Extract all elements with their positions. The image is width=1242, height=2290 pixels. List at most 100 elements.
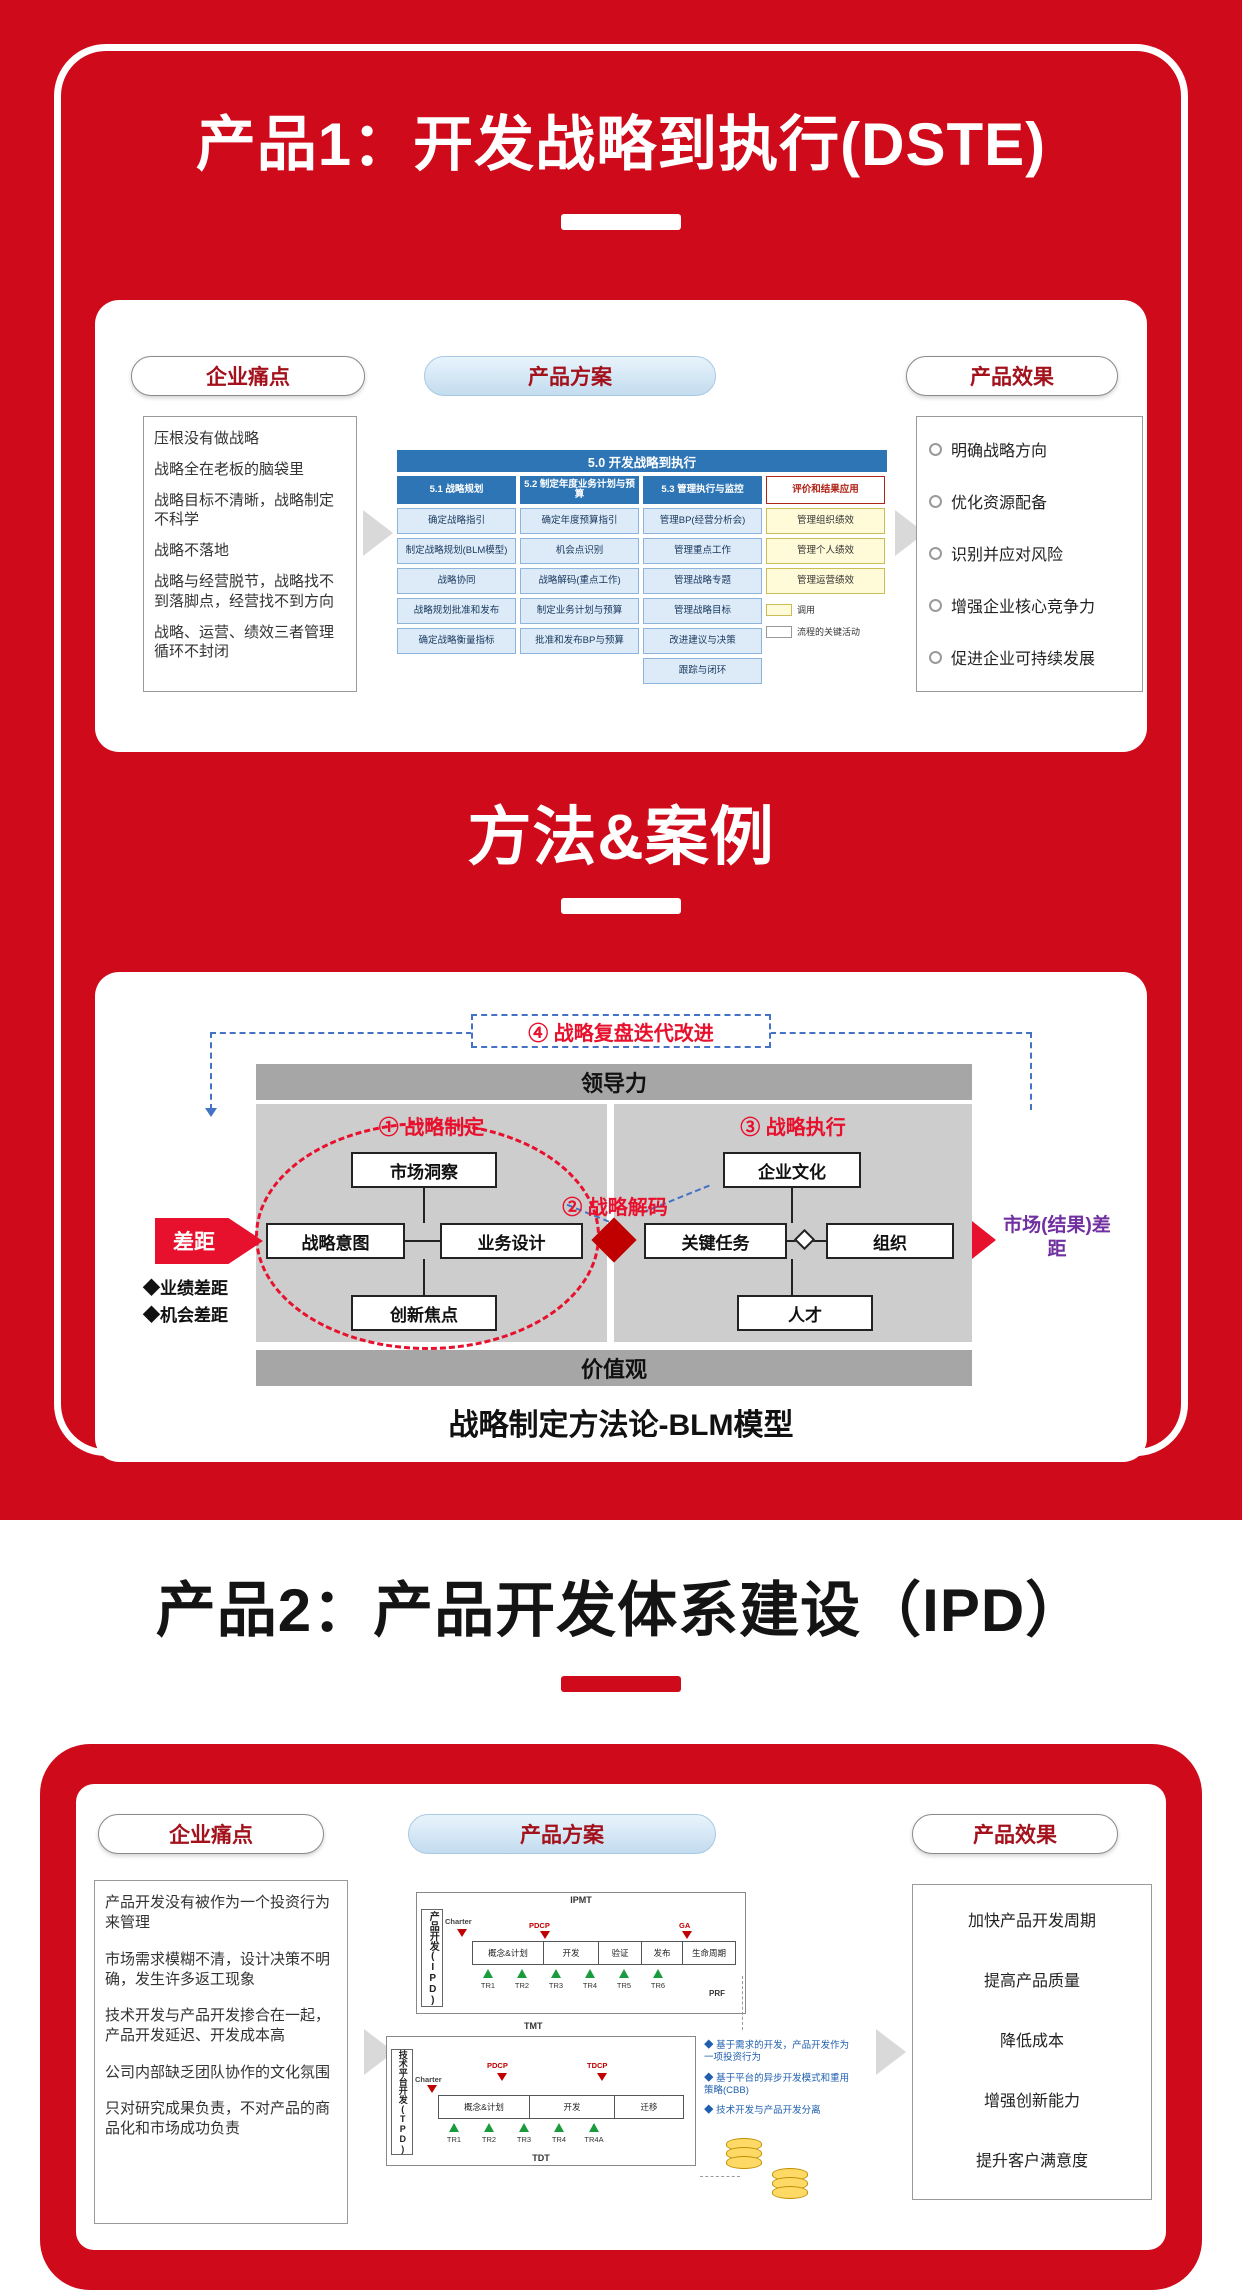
flow-title-bar: 5.0 开发战略到执行: [397, 450, 887, 472]
tpd-vertical-label: 技术平台开发(TPD): [391, 2049, 413, 2155]
pain-item: 市场需求模糊不清，设计决策不明确，发生许多返工现象: [105, 1950, 331, 1988]
database-icon: [726, 2138, 762, 2169]
flow-cell: 制定战略规划(BLM模型): [397, 538, 516, 564]
effects-pill: 产品效果: [912, 1814, 1118, 1854]
ipd-vertical-label: 产品开发(IPD): [421, 1909, 443, 2007]
flow-column-4: 评价和结果应用 管理组织绩效 管理个人绩效 管理运营绩效 调用 流程的关键活动: [766, 476, 885, 638]
effect-item: 提升客户满意度: [975, 2153, 1088, 2170]
flow-cell: 管理BP(经营分析会): [643, 508, 762, 534]
right-arrow-icon: [363, 510, 393, 556]
pdcp-label: PDCP: [487, 2061, 508, 2070]
legend-white-swatch-icon: [766, 625, 792, 638]
bullet-icon: [929, 442, 942, 456]
ga-label: GA: [679, 1921, 691, 1930]
tr-label: TR1: [480, 1981, 496, 1990]
pain-item: 战略与经营脱节，战略找不到落脚点，经营找不到方向: [154, 572, 335, 610]
tr-label: TR4A: [584, 2135, 604, 2144]
title-underline: [561, 214, 681, 230]
legend-yellow-swatch-icon: [766, 603, 792, 616]
organization-box: 组织: [826, 1223, 954, 1259]
flow-cell: 管理组织绩效: [766, 508, 885, 534]
title-underline: [561, 1676, 681, 1692]
charter-marker-icon: [427, 2085, 437, 2093]
flow-cell: 机会点识别: [520, 538, 639, 564]
pain-item: 战略目标不清晰，战略制定不科学: [154, 491, 335, 529]
effect-item: 降低成本: [999, 2033, 1064, 2050]
ipd-process-block: IPMT 产品开发(IPD) Charter PDCP GA 概念&计划 开发 …: [416, 1892, 746, 2014]
flow-cell: 确定战略衡量指标: [397, 628, 516, 654]
tr-label: TR4: [582, 1981, 598, 1990]
connector-line: [791, 1259, 793, 1295]
pain-item: 战略、运营、绩效三者管理循环不封闭: [154, 623, 335, 661]
key-point: ◆ 基于需求的开发，产品开发作为一项投资行为: [704, 2040, 850, 2064]
tr-marker-icon: [589, 2123, 599, 2132]
tr-marker-icon: [554, 2123, 564, 2132]
gap-notes: ◆业绩差距 ◆机会差距: [143, 1275, 228, 1329]
flow-cell: 制定业务计划与预算: [520, 598, 639, 624]
solution-pill: 产品方案: [408, 1814, 716, 1854]
pain-item: 公司内部缺乏团队协作的文化氛围: [105, 2063, 331, 2081]
tdcp-marker-icon: [597, 2073, 607, 2081]
pdcp-marker-icon: [497, 2073, 507, 2081]
flow-cell: 管理个人绩效: [766, 538, 885, 564]
tr-marker-icon: [653, 1969, 663, 1978]
bullet-icon: [929, 650, 942, 664]
product2-title: 产品2：产品开发体系建设（IPD）: [155, 1577, 1087, 1644]
effect-item: 促进企业可持续发展: [925, 631, 1134, 683]
strategic-intent-box: 战略意图: [266, 1223, 405, 1259]
tr-label: TR2: [514, 1981, 530, 1990]
phase-cell: 开发: [529, 2095, 615, 2119]
database-icon: [772, 2168, 808, 2199]
pain-points-list: 压根没有做战略 战略全在老板的脑袋里 战略目标不清晰，战略制定不科学 战略不落地…: [143, 416, 357, 692]
charter-label: Charter: [445, 1917, 472, 1926]
dashed-connector: [742, 1976, 743, 2030]
legend-call: 调用: [766, 603, 885, 616]
effects-list: 加快产品开发周期 提高产品质量 降低成本 增强创新能力 提升客户满意度: [912, 1884, 1152, 2200]
ipd-diagram: IPMT 产品开发(IPD) Charter PDCP GA 概念&计划 开发 …: [374, 1880, 862, 2228]
leadership-bar: 领导力: [256, 1064, 972, 1100]
tr-label: TR1: [446, 2135, 462, 2144]
feedback-loop-line: [210, 1032, 212, 1110]
tr-label: TR3: [548, 1981, 564, 1990]
charter-marker-icon: [457, 1929, 467, 1937]
flow-column-header: 5.3 管理执行与监控: [643, 476, 762, 504]
phase-cell: 验证: [598, 1941, 642, 1965]
effect-item: 识别并应对风险: [925, 527, 1134, 579]
product1-section: 产品1：开发战略到执行(DSTE) 企业痛点 压根没有做战略 战略全在老板的脑袋…: [0, 0, 1242, 1520]
flow-column-3: 5.3 管理执行与监控 管理BP(经营分析会) 管理重点工作 管理战略专题 管理…: [643, 476, 762, 684]
solution-pill: 产品方案: [424, 356, 716, 396]
blm-caption: 战略制定方法论-BLM模型: [448, 1409, 794, 1442]
tr-label: TR4: [551, 2135, 567, 2144]
pain-item: 压根没有做战略: [154, 430, 260, 447]
tr-marker-icon: [519, 2123, 529, 2132]
flow-column-header: 评价和结果应用: [766, 476, 885, 504]
market-result-gap-label: 市场(结果)差距: [1003, 1215, 1111, 1260]
ga-marker-icon: [682, 1931, 692, 1939]
bullet-icon: [929, 494, 942, 508]
flow-cell: 管理战略专题: [643, 568, 762, 594]
product1-title: 产品1：开发战略到执行(DSTE): [195, 111, 1047, 178]
tr-marker-icon: [484, 2123, 494, 2132]
business-design-box: 业务设计: [440, 1223, 583, 1259]
flow-cell: 确定年度预算指引: [520, 508, 639, 534]
effect-item: 增强企业核心竞争力: [925, 579, 1134, 631]
tr-marker-icon: [551, 1969, 561, 1978]
bullet-icon: [929, 598, 942, 612]
key-point: ◆ 技术开发与产品开发分离: [704, 2105, 821, 2117]
gap-arrow: 差距: [155, 1218, 263, 1264]
feedback-loop-line: [1030, 1032, 1032, 1110]
tr-marker-icon: [585, 1969, 595, 1978]
title-underline: [561, 898, 681, 914]
flow-cell: 批准和发布BP与预算: [520, 628, 639, 654]
connector-line: [791, 1188, 793, 1223]
feedback-loop-line: [770, 1032, 1032, 1034]
flow-column-1: 5.1 战略规划 确定战略指引 制定战略规划(BLM模型) 战略协同 战略规划批…: [397, 476, 516, 654]
method-title: 方法&案例: [467, 801, 775, 873]
connector-line: [423, 1259, 425, 1295]
key-point: ◆ 基于平台的异步开发模式和重用策略(CBB): [704, 2072, 850, 2097]
charter-label: Charter: [415, 2075, 442, 2084]
phase-cell: 生命周期: [682, 1941, 736, 1965]
market-insight-box: 市场洞察: [351, 1152, 497, 1188]
ipd-card: 企业痛点 产品开发没有被作为一个投资行为来管理 市场需求模糊不清，设计决策不明确…: [76, 1784, 1166, 2250]
